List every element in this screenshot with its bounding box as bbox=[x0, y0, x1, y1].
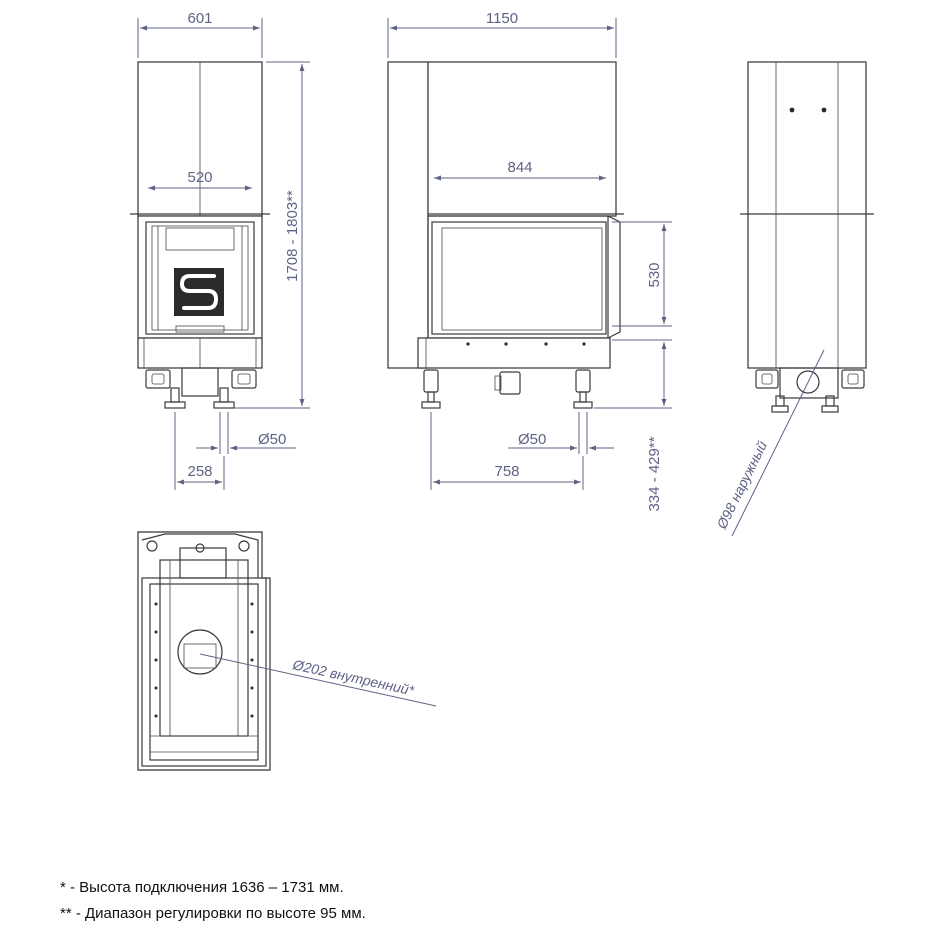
rear-dimensions: Ø98 наружный bbox=[713, 349, 825, 537]
dim-side-width: 1150 bbox=[486, 10, 518, 27]
flue-opening-icon bbox=[177, 629, 223, 675]
outlet-pipe-icon bbox=[796, 370, 820, 394]
dim-front-height: 1708 - 1803** bbox=[284, 190, 301, 282]
footnote-connection-height: * - Высота подключения 1636 – 1731 мм. bbox=[60, 879, 344, 896]
front-dimensions: 601 520 1708 - 1803** Ø50 258 bbox=[137, 10, 310, 490]
side-dimensions: 1150 844 530 334 - 429** Ø50 758 bbox=[387, 10, 672, 512]
dim-side-foot-span: 758 bbox=[494, 463, 519, 480]
dim-top-flue: Ø202 внутренний* bbox=[290, 656, 416, 699]
top-view bbox=[137, 531, 271, 771]
dim-side-door-height: 530 bbox=[646, 262, 663, 287]
dim-side-door-width: 844 bbox=[507, 159, 532, 176]
side-view bbox=[387, 61, 624, 409]
rear-view bbox=[740, 61, 874, 413]
dim-side-leg-height: 334 - 429** bbox=[646, 436, 663, 511]
dim-front-foot-offset: 258 bbox=[187, 463, 212, 480]
dim-front-opening: 520 bbox=[187, 169, 212, 186]
footnote-height-adjustment: ** - Диапазон регулировки по высоте 95 м… bbox=[60, 905, 366, 922]
dim-side-pipe: Ø50 bbox=[518, 431, 546, 448]
front-view bbox=[130, 61, 270, 409]
footnotes: * - Высота подключения 1636 – 1731 мм. *… bbox=[60, 879, 366, 922]
dim-front-width: 601 bbox=[187, 10, 212, 27]
dim-front-pipe: Ø50 bbox=[258, 431, 286, 448]
dim-rear-outlet: Ø98 наружный bbox=[713, 438, 770, 532]
brand-logo-icon bbox=[174, 268, 224, 316]
